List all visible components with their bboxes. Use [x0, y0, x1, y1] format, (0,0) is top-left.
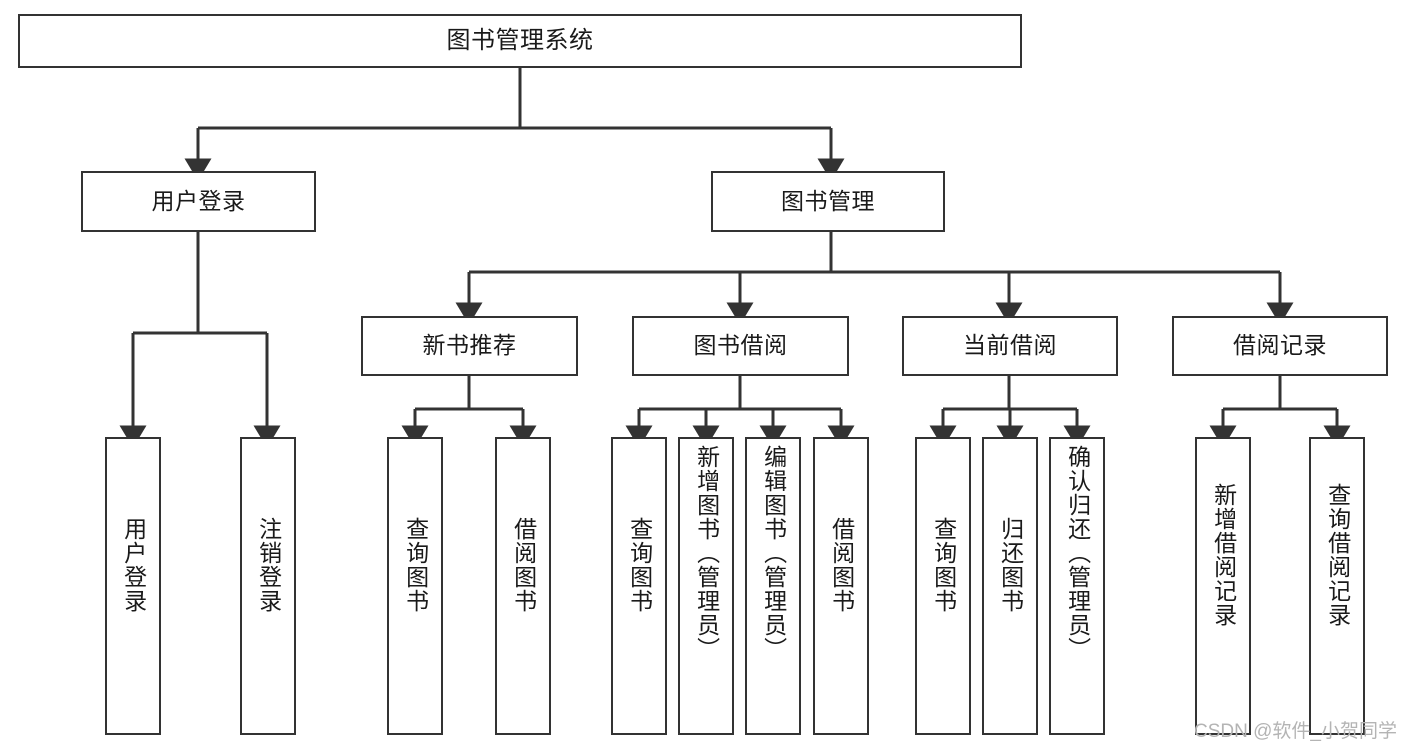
node-label-leaf-borrow-book-1: 借阅图书 — [510, 517, 537, 613]
node-leaf-query-book-2[interactable]: 查询图书 — [611, 437, 667, 735]
node-leaf-add-book[interactable]: 新增图书（管理员） — [678, 437, 734, 735]
node-label-new-book-recommend: 新书推荐 — [422, 332, 517, 359]
node-label-leaf-edit-book: 编辑图书（管理员） — [760, 445, 787, 661]
node-label-leaf-return-book: 归还图书 — [997, 517, 1024, 613]
node-current-borrow[interactable]: 当前借阅 — [902, 316, 1118, 376]
node-label-leaf-user-login: 用户登录 — [120, 517, 147, 613]
node-label-leaf-add-book: 新增图书（管理员） — [693, 445, 720, 661]
node-leaf-add-record[interactable]: 新增借阅记录 — [1195, 437, 1251, 735]
node-book-management[interactable]: 图书管理 — [711, 171, 945, 232]
node-leaf-query-book-1[interactable]: 查询图书 — [387, 437, 443, 735]
node-label-book-management: 图书管理 — [781, 187, 875, 214]
node-book-borrow[interactable]: 图书借阅 — [632, 316, 849, 376]
node-leaf-query-book-3[interactable]: 查询图书 — [915, 437, 971, 735]
node-label-leaf-borrow-book-2: 借阅图书 — [828, 517, 855, 613]
node-label-borrow-record: 借阅记录 — [1233, 332, 1327, 359]
node-leaf-edit-book[interactable]: 编辑图书（管理员） — [745, 437, 801, 735]
node-leaf-return-book[interactable]: 归还图书 — [982, 437, 1038, 735]
node-borrow-record[interactable]: 借阅记录 — [1172, 316, 1388, 376]
node-label-user-login: 用户登录 — [151, 187, 246, 214]
node-book-management-system[interactable]: 图书管理系统 — [18, 14, 1022, 68]
node-user-login[interactable]: 用户登录 — [81, 171, 316, 232]
node-label-leaf-query-book-2: 查询图书 — [626, 517, 653, 613]
node-label-leaf-query-book-1: 查询图书 — [402, 517, 429, 613]
node-leaf-confirm-return[interactable]: 确认归还（管理员） — [1049, 437, 1105, 735]
node-label-leaf-logout-login: 注销登录 — [255, 517, 282, 613]
node-label-leaf-query-record: 查询借阅记录 — [1324, 483, 1351, 627]
node-leaf-logout-login[interactable]: 注销登录 — [240, 437, 296, 735]
node-leaf-user-login[interactable]: 用户登录 — [105, 437, 161, 735]
node-label-leaf-confirm-return: 确认归还（管理员） — [1064, 445, 1091, 661]
node-leaf-query-record[interactable]: 查询借阅记录 — [1309, 437, 1365, 735]
watermark-text: CSDN @软件_小贺同学 — [1194, 721, 1397, 742]
node-leaf-borrow-book-2[interactable]: 借阅图书 — [813, 437, 869, 735]
node-new-book-recommend[interactable]: 新书推荐 — [361, 316, 578, 376]
node-label-book-borrow: 图书借阅 — [693, 332, 788, 359]
node-label-leaf-query-book-3: 查询图书 — [930, 517, 957, 613]
node-label-current-borrow: 当前借阅 — [963, 332, 1057, 359]
node-label-leaf-add-record: 新增借阅记录 — [1210, 483, 1237, 627]
node-label-book-management-system: 图书管理系统 — [446, 26, 594, 54]
node-leaf-borrow-book-1[interactable]: 借阅图书 — [495, 437, 551, 735]
